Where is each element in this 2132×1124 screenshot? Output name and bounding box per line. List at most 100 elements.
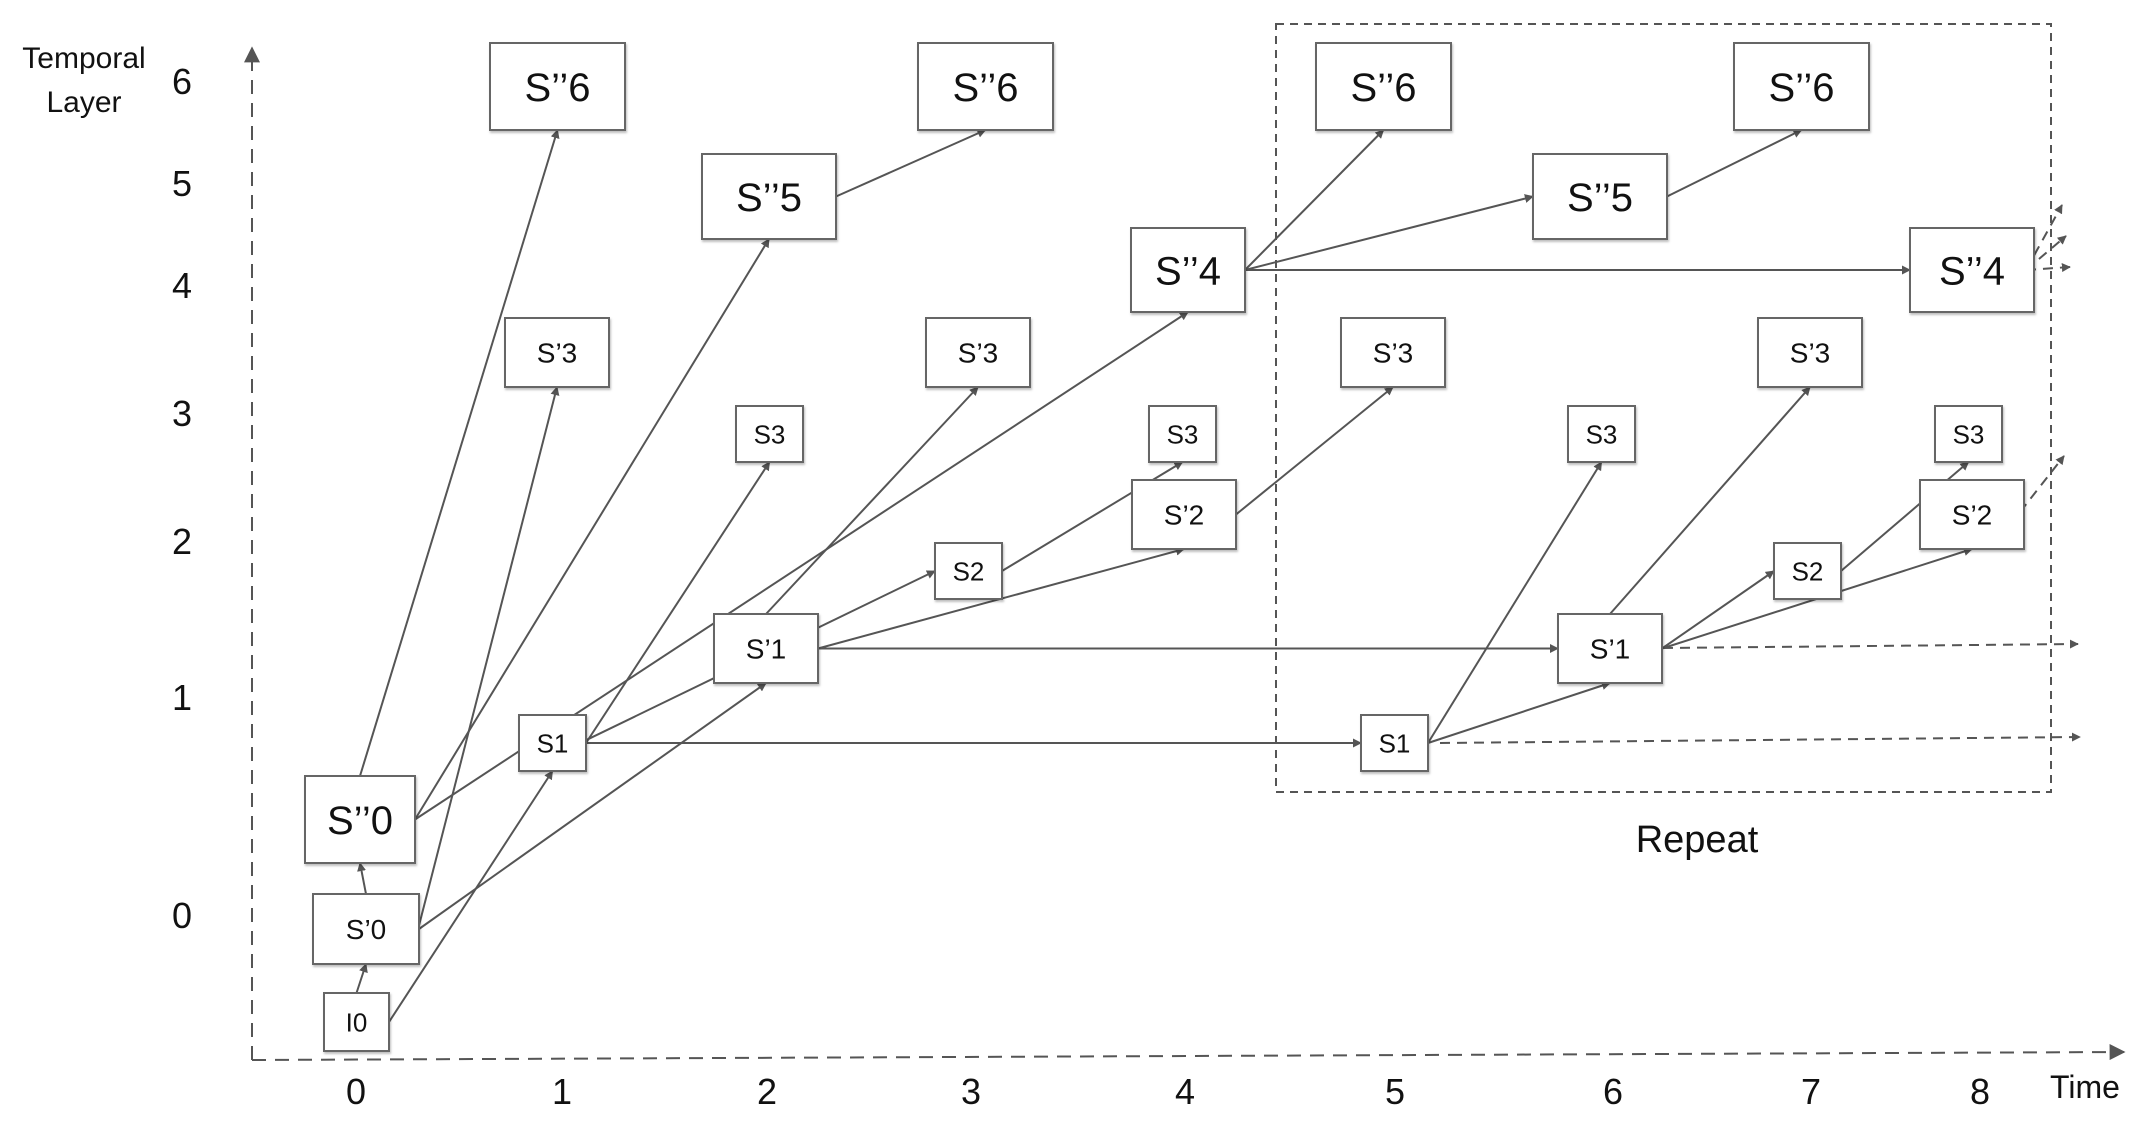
frame-rect (1315, 42, 1452, 131)
frame-rect (1757, 317, 1863, 388)
reference-arrow (418, 386, 560, 926)
reference-arrow (1609, 386, 1811, 615)
frame-label: S’’6 (1769, 66, 1835, 110)
frame-rect (917, 42, 1054, 131)
frame-label: S’’6 (953, 66, 1019, 110)
frame-box: S’’6 (917, 42, 1054, 131)
reference-arrow (359, 129, 560, 777)
x-tick-label: 8 (1970, 1071, 1990, 1112)
frame-label: S’0 (346, 914, 386, 945)
reference-arrow (1427, 461, 1603, 744)
reference-arrow (355, 963, 368, 994)
repeat-label: Repeat (1636, 819, 1759, 861)
y-tick-label: 1 (172, 677, 192, 718)
reference-arrow (1244, 194, 1534, 271)
frame-label: S’3 (958, 338, 998, 369)
frame-box: S’1 (1557, 613, 1663, 684)
repeat-region (1275, 23, 2052, 793)
x-axis (251, 1044, 2126, 1061)
frame-box: S’’0 (304, 775, 416, 864)
y-tick-label: 3 (172, 393, 192, 434)
reference-arrow (1235, 386, 1394, 516)
frame-rect (504, 317, 610, 388)
frame-box: S’’6 (1733, 42, 1870, 131)
x-tick-label: 5 (1385, 1071, 1405, 1112)
frame-rect (323, 992, 390, 1052)
frame-rect (1360, 714, 1429, 772)
frame-label: S3 (754, 419, 786, 449)
frame-label: S’2 (1952, 500, 1992, 531)
frame-label: S3 (1953, 419, 1985, 449)
frame-box: I0 (323, 992, 390, 1052)
y-tick-label: 6 (172, 61, 192, 102)
x-tick-label: 3 (961, 1071, 981, 1112)
reference-arrow (388, 770, 554, 1023)
frame-label: S2 (1792, 556, 1824, 586)
frame-box: S’’4 (1130, 227, 1246, 313)
frame-box: S1 (518, 714, 587, 772)
frame-box: S’’5 (701, 153, 837, 240)
frame-box: S’3 (1340, 317, 1446, 388)
y-axis-title-line1: Temporal (22, 42, 145, 75)
continuation-arrow (2019, 455, 2065, 513)
frame-label: S2 (953, 556, 985, 586)
x-tick-label: 4 (1175, 1071, 1195, 1112)
frame-rect (1340, 317, 1446, 388)
x-tick-label: 1 (552, 1071, 572, 1112)
frame-label: S’1 (1590, 634, 1630, 665)
frame-box: S’’6 (1315, 42, 1452, 131)
frame-rect (735, 405, 804, 463)
x-tick-label: 7 (1801, 1071, 1821, 1112)
frame-rect (489, 42, 626, 131)
continuation-arrow (1439, 732, 2081, 744)
reference-arrow (418, 682, 767, 930)
frame-box: S2 (1773, 542, 1842, 600)
frame-box: S’’4 (1909, 227, 2035, 313)
frame-box: S’3 (925, 317, 1031, 388)
frame-label: S’’5 (1567, 176, 1633, 220)
frame-rect (1773, 542, 1842, 600)
frame-label: S’’0 (327, 799, 393, 843)
frame-box: S’2 (1131, 479, 1237, 550)
frame-rect (1567, 405, 1636, 463)
frame-label: S’3 (1790, 338, 1830, 369)
frame-box: S’’6 (489, 42, 626, 131)
frame-rect (934, 542, 1003, 600)
reference-arrow (414, 238, 770, 821)
frame-label: S1 (537, 728, 569, 758)
frame-rect (304, 775, 416, 864)
frame-label: I0 (346, 1007, 368, 1037)
y-tick-label: 4 (172, 265, 192, 306)
frame-box: S3 (1934, 405, 2003, 463)
frame-box: S’3 (1757, 317, 1863, 388)
frame-box: S1 (1360, 714, 1429, 772)
frame-box: S3 (1567, 405, 1636, 463)
frame-rect (1130, 227, 1246, 313)
y-tick-label: 2 (172, 521, 192, 562)
frame-label: S3 (1586, 419, 1618, 449)
x-axis-title: Time (2050, 1069, 2120, 1105)
reference-arrow (835, 129, 987, 198)
frame-rect (1909, 227, 2035, 313)
frame-label: S’’6 (1351, 66, 1417, 110)
x-tick-label: 0 (346, 1071, 366, 1112)
frame-box: S2 (934, 542, 1003, 600)
frame-label: S’’6 (525, 66, 591, 110)
frame-rect (713, 613, 819, 684)
reference-arrow (765, 386, 979, 615)
frame-label: S’’5 (736, 176, 802, 220)
frame-rect (518, 714, 587, 772)
frame-label: S’3 (1373, 338, 1413, 369)
frame-label: S’’4 (1939, 249, 2005, 293)
reference-arrow (1244, 129, 1385, 271)
reference-arrow (1427, 681, 1611, 744)
x-tick-label: 2 (757, 1071, 777, 1112)
continuation-arrow (1662, 639, 2079, 649)
reference-arrow (585, 461, 771, 744)
frame-rect (701, 153, 837, 240)
y-tick-label: 0 (172, 895, 192, 936)
frame-label: S1 (1379, 728, 1411, 758)
